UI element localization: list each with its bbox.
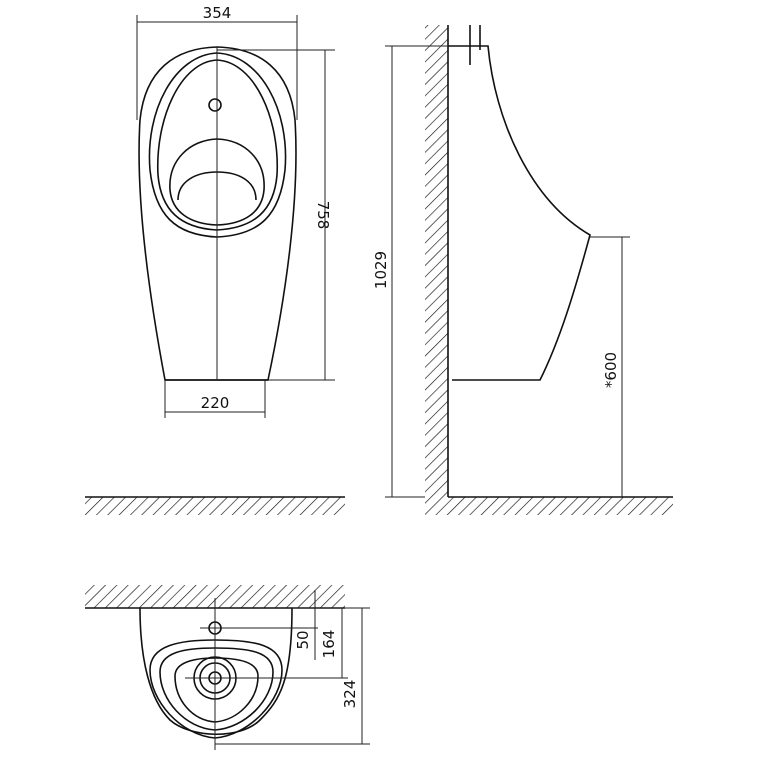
dim-depth: 324 — [341, 680, 359, 709]
side-view: 1029 *600 — [372, 25, 673, 515]
wall-hatch-top — [85, 585, 345, 608]
dim-drain-offset: 164 — [320, 630, 338, 659]
dim-front-height: 758 — [314, 201, 332, 230]
floor-hatch — [85, 497, 345, 515]
dim-rim-height: *600 — [602, 352, 620, 388]
front-view: 354 758 220 — [85, 4, 345, 515]
floor-hatch-side — [425, 497, 673, 515]
dim-base-width: 220 — [201, 394, 230, 412]
wall-hatch — [425, 25, 448, 497]
dim-inlet-offset: 50 — [294, 630, 312, 649]
dim-front-width: 354 — [203, 4, 232, 22]
top-view: 50 164 324 — [85, 585, 370, 750]
dim-mount-height: 1029 — [372, 251, 390, 289]
